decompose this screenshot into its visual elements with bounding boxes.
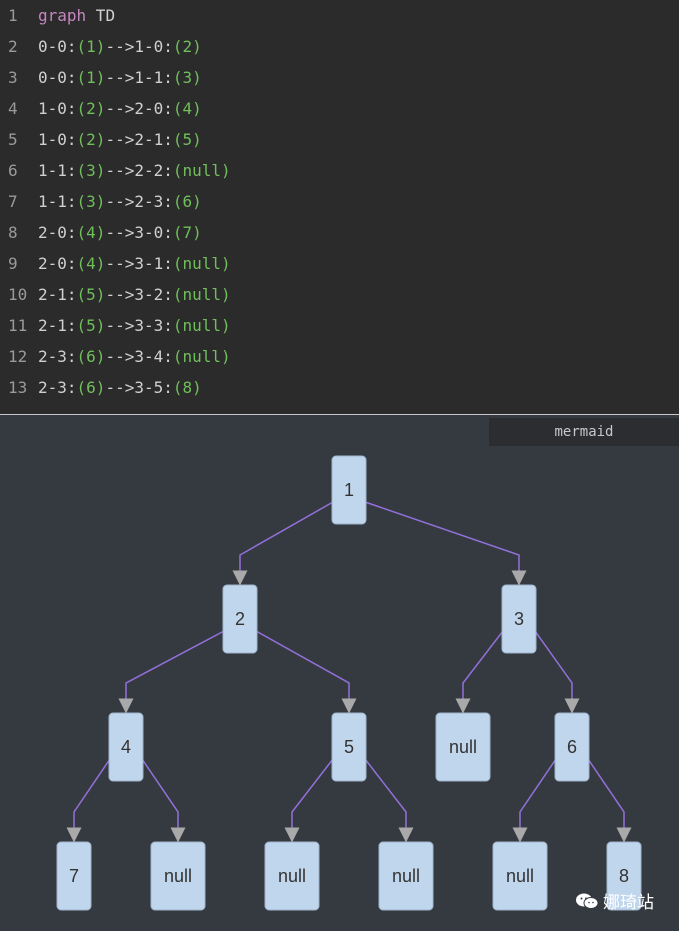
edge-0-0-to-1-0 bbox=[232, 501, 334, 586]
node-label: null bbox=[392, 866, 420, 886]
line-number: 13 bbox=[8, 378, 28, 397]
code-editor[interactable]: 1 graph TD 2 0-0:(1)-->1-0:(2) 3 0-0:(1)-->1-… bbox=[0, 0, 679, 414]
line-number: 6 bbox=[8, 161, 18, 180]
edge-1-1-to-2-2 bbox=[455, 630, 504, 714]
node-label: 2 bbox=[235, 609, 245, 629]
node-label: null bbox=[506, 866, 534, 886]
line-code: 1-0:(2)-->2-1:(5) bbox=[38, 130, 202, 149]
edge-1-0-to-2-1 bbox=[255, 630, 357, 714]
watermark: 娜琦站 bbox=[575, 888, 654, 913]
line-code: 2-0:(4)-->3-1:(null) bbox=[38, 254, 231, 273]
line-code: 2-3:(6)-->3-4:(null) bbox=[38, 347, 231, 366]
line-code: 1-1:(3)-->2-3:(6) bbox=[38, 192, 202, 211]
line-number: 9 bbox=[8, 254, 18, 273]
node-2-3: 6 bbox=[554, 712, 590, 782]
node-2-1: 5 bbox=[331, 712, 367, 782]
edge-0-0-to-1-1 bbox=[364, 501, 527, 586]
divider bbox=[0, 414, 679, 415]
edge-2-0-to-3-1 bbox=[141, 758, 186, 843]
wechat-icon bbox=[575, 892, 599, 910]
node-3-2: null bbox=[264, 841, 320, 911]
watermark-text: 娜琦站 bbox=[603, 893, 654, 913]
node-0-0: 1 bbox=[331, 455, 367, 525]
node-label: 8 bbox=[619, 866, 629, 886]
node-1-0: 2 bbox=[222, 584, 258, 654]
node-label: 5 bbox=[344, 737, 354, 757]
node-label: 1 bbox=[344, 480, 354, 500]
node-3-3: null bbox=[378, 841, 434, 911]
line-number: 2 bbox=[8, 37, 18, 56]
node-1-1: 3 bbox=[501, 584, 537, 654]
node-3-0: 7 bbox=[56, 841, 92, 911]
line-number: 12 bbox=[8, 347, 28, 366]
line-number: 7 bbox=[8, 192, 18, 211]
line-number: 10 bbox=[8, 285, 28, 304]
node-label: 6 bbox=[567, 737, 577, 757]
node-label: 4 bbox=[121, 737, 131, 757]
node-3-1: null bbox=[150, 841, 206, 911]
line-code: 2-0:(4)-->3-0:(7) bbox=[38, 223, 202, 242]
line-code: graph TD bbox=[38, 6, 116, 25]
line-number: 3 bbox=[8, 68, 18, 87]
line-number: 1 bbox=[8, 6, 18, 25]
node-3-5: 8 bbox=[606, 841, 642, 911]
node-label: 3 bbox=[514, 609, 524, 629]
node-2-2: null bbox=[435, 712, 491, 782]
node-label: null bbox=[164, 866, 192, 886]
edge-2-1-to-3-2 bbox=[284, 758, 334, 843]
language-tag: mermaid bbox=[489, 418, 679, 446]
node-label: null bbox=[278, 866, 306, 886]
line-code: 0-0:(1)-->1-1:(3) bbox=[38, 68, 202, 87]
edge-1-1-to-2-3 bbox=[534, 630, 580, 714]
node-label: null bbox=[449, 737, 477, 757]
edge-2-0-to-3-0 bbox=[66, 758, 111, 843]
line-code: 2-3:(6)-->3-5:(8) bbox=[38, 378, 202, 397]
line-code: 1-0:(2)-->2-0:(4) bbox=[38, 99, 202, 118]
edge-2-3-to-3-5 bbox=[587, 758, 632, 843]
node-2-0: 4 bbox=[108, 712, 144, 782]
line-number: 11 bbox=[8, 316, 28, 335]
tree-graph: 1 2 3 4 5 null 6 7 null null null null 8 bbox=[56, 455, 642, 911]
line-code: 2-1:(5)-->3-3:(null) bbox=[38, 316, 231, 335]
line-number: 5 bbox=[8, 130, 18, 149]
edge-2-3-to-3-4 bbox=[512, 758, 557, 843]
line-code: 0-0:(1)-->1-0:(2) bbox=[38, 37, 202, 56]
line-code: 1-1:(3)-->2-2:(null) bbox=[38, 161, 231, 180]
line-code: 2-1:(5)-->3-2:(null) bbox=[38, 285, 231, 304]
line-number: 4 bbox=[8, 99, 18, 118]
line-number: 8 bbox=[8, 223, 18, 242]
node-label: 7 bbox=[69, 866, 79, 886]
edge-2-1-to-3-3 bbox=[364, 758, 414, 843]
edge-1-0-to-2-0 bbox=[118, 630, 225, 714]
diagram-preview: 1 2 3 4 5 null 6 7 null null null null 8 bbox=[0, 415, 679, 931]
node-3-4: null bbox=[492, 841, 548, 911]
